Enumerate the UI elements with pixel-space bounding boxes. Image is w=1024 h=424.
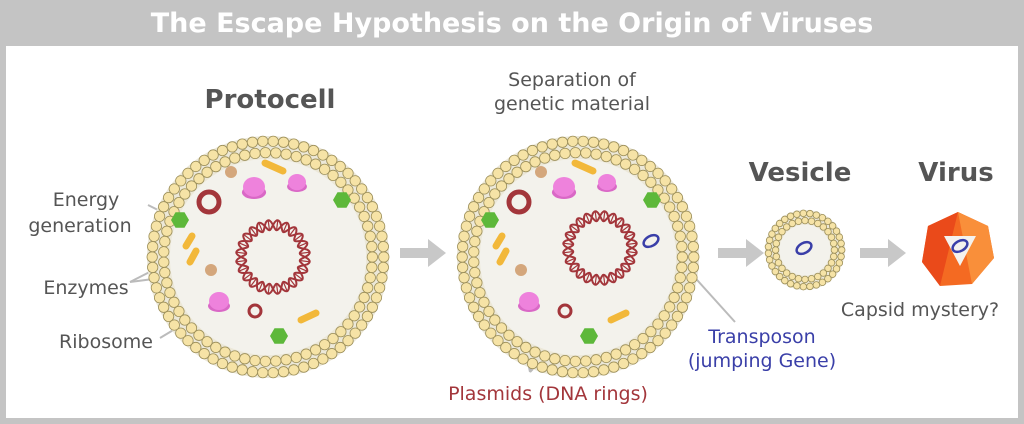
separation-cell-icon — [456, 135, 700, 379]
enzyme-icon — [297, 309, 320, 324]
arrow-3 — [860, 239, 906, 267]
label-transposon-line2: (jumping Gene) — [688, 350, 836, 372]
energy-icon — [333, 192, 351, 208]
label-ribosome: Ribosome — [59, 331, 153, 353]
enzyme-icon — [182, 232, 196, 250]
ribosome-icon — [597, 174, 617, 193]
stage-vesicle: Vesicle — [749, 158, 852, 188]
energy-icon — [270, 328, 288, 344]
ribosome-icon — [241, 177, 267, 199]
enzyme-icon — [535, 166, 547, 178]
label-plasmids: Plasmids (DNA rings) — [448, 383, 648, 405]
label-enzymes: Enzymes — [43, 277, 128, 299]
enzyme-icon — [186, 247, 200, 266]
protocell-icon — [146, 135, 390, 379]
label-capsid: Capsid mystery? — [841, 299, 999, 321]
dna-ring-icon — [235, 219, 311, 295]
enzyme-icon — [205, 264, 217, 276]
enzyme-icon — [492, 232, 506, 250]
plasmid-icon — [196, 189, 222, 215]
stage-separation-line2: genetic material — [494, 93, 650, 115]
vesicle-icon — [764, 209, 846, 291]
plasmid-icon — [247, 303, 263, 319]
ribosome-icon — [208, 292, 230, 312]
dna-ring-icon — [562, 210, 638, 286]
enzyme-icon — [515, 264, 527, 276]
enzyme-icon — [607, 309, 630, 324]
ribosome-icon — [551, 177, 577, 199]
enzyme-icon — [496, 247, 510, 266]
arrow-1 — [400, 239, 446, 267]
energy-icon — [171, 212, 189, 228]
diagram-title: The Escape Hypothesis on the Origin of V… — [150, 7, 874, 39]
transposon-icon — [642, 233, 660, 249]
stage-virus: Virus — [918, 158, 993, 188]
energy-icon — [580, 328, 598, 344]
enzyme-icon — [261, 159, 287, 175]
transposon-icon — [795, 240, 813, 256]
energy-icon — [481, 212, 499, 228]
stage-protocell: Protocell — [205, 85, 336, 115]
arrow-2 — [718, 239, 764, 267]
plasmid-icon — [557, 303, 573, 319]
enzyme-icon — [225, 166, 237, 178]
ribosome-icon — [518, 292, 540, 312]
enzyme-icon — [571, 159, 597, 175]
stage-separation-line1: Separation of — [508, 69, 637, 91]
ribosome-icon — [287, 174, 307, 193]
plasmid-icon — [506, 189, 532, 215]
label-energy-line2: generation — [28, 215, 131, 237]
energy-icon — [643, 192, 661, 208]
label-transposon-line1: Transposon — [707, 326, 815, 348]
label-energy-line1: Energy — [53, 189, 120, 211]
virus-capsid-icon — [922, 212, 994, 286]
